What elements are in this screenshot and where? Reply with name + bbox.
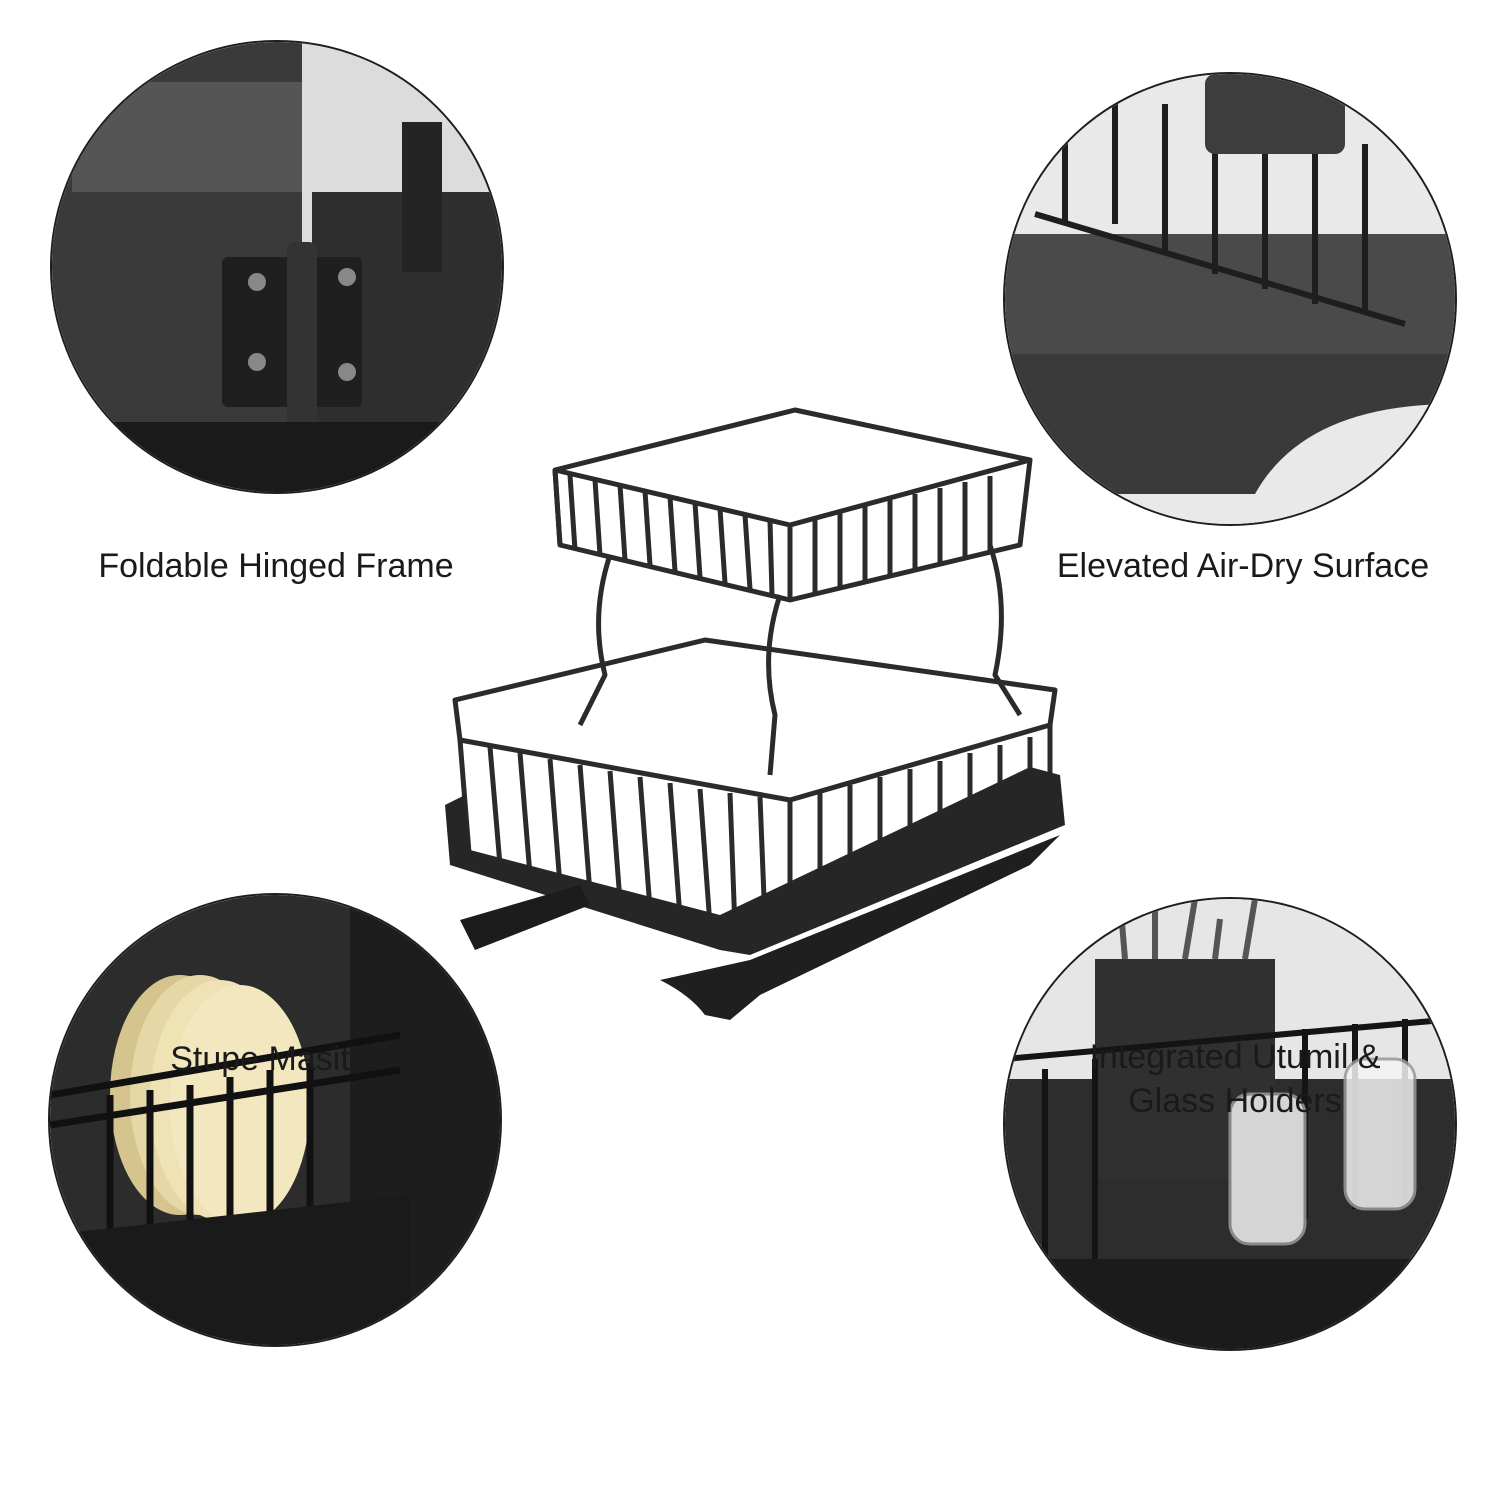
utensil-glass-holder-detail-image <box>1003 897 1457 1351</box>
feature-caption-holders: Integrated Utumil & Glass Holders <box>1030 1035 1440 1123</box>
plate-rack-detail-image <box>48 893 502 1347</box>
hinge-detail-image <box>50 40 504 494</box>
feature-caption-holders-line2: Glass Holders <box>1128 1082 1342 1121</box>
elevated-surface-detail-image <box>1003 72 1457 526</box>
feature-caption-holders-line1: Integrated Utumil & <box>1089 1038 1381 1076</box>
feature-caption-air-dry: Elevated Air-Dry Surface <box>1056 547 1430 585</box>
feature-caption-hinged-frame: Foldable Hinged Frame <box>98 547 454 585</box>
dish-rack-product-image <box>430 395 1080 1035</box>
feature-caption-plate-rack: Stupe Masit <box>170 1040 350 1078</box>
